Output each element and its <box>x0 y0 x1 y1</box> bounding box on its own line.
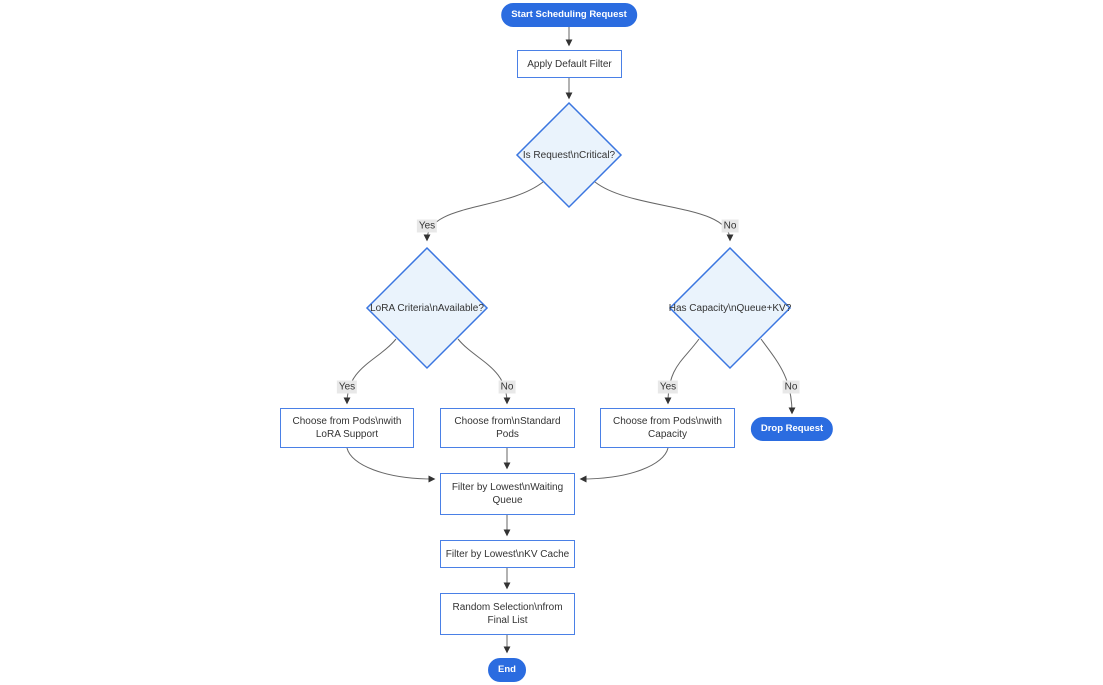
edge-label-critical-no: No <box>721 219 739 233</box>
node-random-selection-final-list: Random Selection\nfrom Final List <box>440 593 575 635</box>
node-lora-criteria-available: LoRA Criteria\nAvailable? <box>370 302 484 314</box>
edge-is-critical-no-to-capacity <box>594 181 734 242</box>
node-is-request-critical: Is Request\nCritical? <box>522 149 616 161</box>
edge-capacity-no-to-drop-request <box>760 338 796 415</box>
edge-label-capacity-yes: Yes <box>657 380 679 394</box>
node-choose-pods-lora-support: Choose from Pods\nwith LoRA Support <box>280 408 414 448</box>
edge-capacity-yes-to-choose-capacity-pods <box>664 338 700 405</box>
edge-label-lora-no: No <box>498 380 516 394</box>
node-apply-default-filter: Apply Default Filter <box>517 50 622 78</box>
node-choose-pods-capacity: Choose from Pods\nwith Capacity <box>600 408 735 448</box>
edge-choose-lora-pods-to-filter-waiting <box>346 447 436 483</box>
node-start: Start Scheduling Request <box>501 3 637 28</box>
node-choose-standard-pods: Choose from\nStandard Pods <box>440 408 575 448</box>
node-end: End <box>488 658 526 683</box>
edge-label-capacity-no: No <box>782 380 800 394</box>
edge-label-lora-yes: Yes <box>336 380 358 394</box>
decision-is-critical-shape <box>515 101 623 209</box>
decision-has-capacity-shape <box>668 246 792 370</box>
decision-lora-available-shape <box>365 246 489 370</box>
node-has-capacity-queue-kv: Has Capacity\nQueue+KV? <box>668 302 792 314</box>
edge-label-critical-yes: Yes <box>416 219 438 233</box>
edge-choose-capacity-pods-to-filter-waiting <box>579 447 669 483</box>
edge-is-critical-yes-to-lora <box>423 181 544 242</box>
node-drop-request: Drop Request <box>750 417 834 442</box>
node-filter-lowest-waiting-queue: Filter by Lowest\nWaiting Queue <box>440 473 575 515</box>
node-filter-lowest-kv-cache: Filter by Lowest\nKV Cache <box>440 540 575 568</box>
